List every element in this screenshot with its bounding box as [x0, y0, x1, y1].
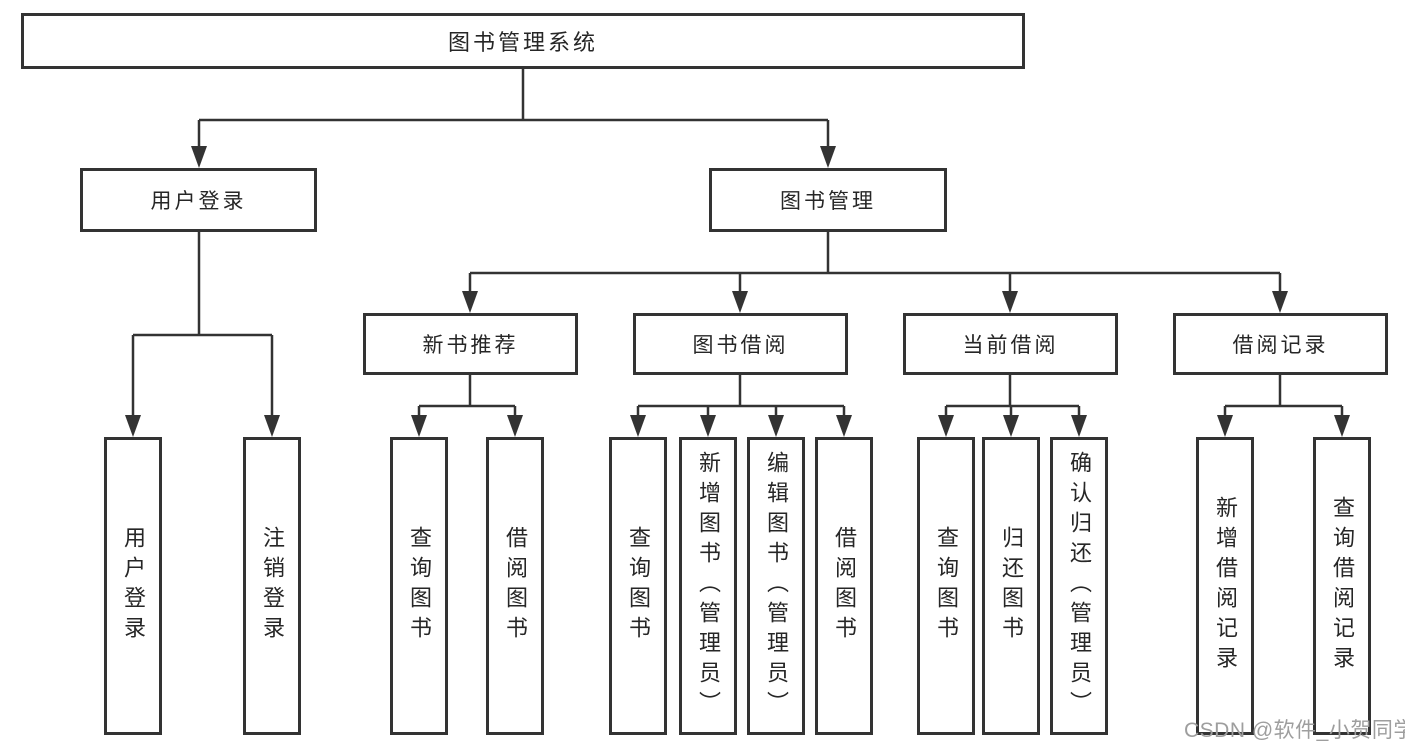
node-current-borrow: 当前借阅: [903, 313, 1118, 375]
leaf-newbook-borrow-books: 借阅图书: [486, 437, 544, 735]
leaf-current-return-books: 归还图书: [982, 437, 1040, 735]
leaf-label: 借阅图书: [832, 526, 857, 646]
leaf-label: 归还图书: [999, 526, 1024, 646]
node-user-login-label: 用户登录: [150, 190, 247, 213]
leaf-borrow-query-books: 查询图书: [609, 437, 667, 735]
leaf-label: 用户登录: [121, 526, 146, 646]
node-book-borrow: 图书借阅: [633, 313, 848, 375]
node-borrow-records: 借阅记录: [1173, 313, 1388, 375]
leaf-label: 确认归还（管理员）: [1067, 451, 1092, 721]
node-borrow-records-label: 借阅记录: [1232, 334, 1329, 357]
leaf-label: 查询借阅记录: [1330, 496, 1355, 676]
csdn-watermark: CSDN @软件_小贺同学: [1184, 719, 1405, 742]
leaf-label: 查询图书: [626, 526, 651, 646]
leaf-label: 编辑图书（管理员）: [764, 451, 789, 721]
node-new-book-recommend: 新书推荐: [363, 313, 578, 375]
node-book-management: 图书管理: [709, 168, 947, 232]
node-user-login: 用户登录: [80, 168, 317, 232]
leaf-logout: 注销登录: [243, 437, 301, 735]
leaf-user-login: 用户登录: [104, 437, 162, 735]
leaf-label: 新增借阅记录: [1213, 496, 1238, 676]
leaf-borrow-add-books-admin: 新增图书（管理员）: [679, 437, 737, 735]
leaf-label: 查询图书: [934, 526, 959, 646]
leaf-label: 注销登录: [260, 526, 285, 646]
node-new-book-recommend-label: 新书推荐: [422, 334, 519, 357]
node-book-management-label: 图书管理: [780, 190, 876, 213]
leaf-borrow-edit-books-admin: 编辑图书（管理员）: [747, 437, 805, 735]
leaf-label: 新增图书（管理员）: [696, 451, 721, 721]
node-book-borrow-label: 图书借阅: [692, 334, 789, 357]
leaf-label: 查询图书: [407, 526, 432, 646]
node-root: 图书管理系统: [21, 13, 1025, 69]
node-root-label: 图书管理系统: [447, 30, 598, 55]
leaf-current-confirm-return-admin: 确认归还（管理员）: [1050, 437, 1108, 735]
leaf-borrow-borrow-books: 借阅图书: [815, 437, 873, 735]
leaf-label: 借阅图书: [503, 526, 528, 646]
leaf-records-add-record: 新增借阅记录: [1196, 437, 1254, 735]
leaf-newbook-query-books: 查询图书: [390, 437, 448, 735]
leaf-current-query-books: 查询图书: [917, 437, 975, 735]
leaf-records-query-record: 查询借阅记录: [1313, 437, 1371, 735]
node-current-borrow-label: 当前借阅: [962, 334, 1059, 357]
